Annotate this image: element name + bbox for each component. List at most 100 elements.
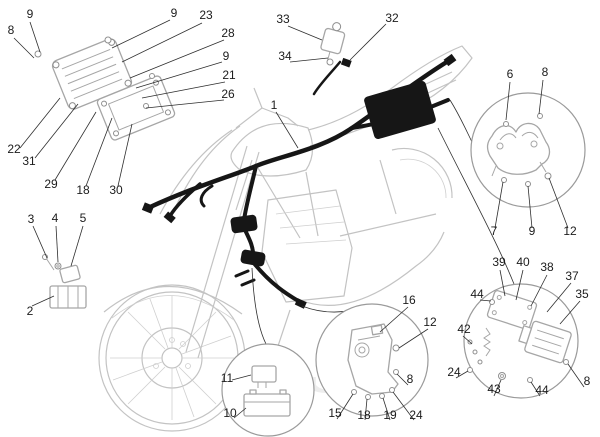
screw: [104, 36, 112, 44]
harness-connector: [240, 249, 266, 267]
callout-label: 21: [222, 68, 236, 82]
callout-label: 24: [447, 365, 461, 379]
callout-label: 18: [357, 408, 371, 422]
callout-label: 16: [402, 293, 416, 307]
callout-labels: 9 8 9 23 28 9 21 26 33 34 32 1 6 8 22 31…: [7, 6, 590, 422]
leader-lines: [13, 19, 585, 421]
callout-label: 1: [271, 98, 278, 112]
callout-label: 9: [171, 6, 178, 20]
callout-label: 33: [276, 12, 290, 26]
callout-label: 9: [223, 49, 230, 63]
callout-label: 6: [507, 67, 514, 81]
callout-label: 12: [423, 315, 437, 329]
callout-label: 11: [221, 371, 234, 385]
callout-label: 37: [565, 269, 579, 283]
bolt: [389, 387, 395, 393]
relay-group: [42, 254, 87, 309]
fuel-tank: [230, 122, 314, 177]
sensor-part: [320, 22, 346, 66]
callout-label: 2: [27, 304, 34, 318]
fork-tube: [185, 145, 248, 353]
callout-label: 26: [221, 87, 235, 101]
callout-label: 7: [491, 224, 498, 238]
screw: [379, 393, 385, 399]
callout-label: 8: [8, 23, 15, 37]
callout-label: 29: [44, 177, 58, 191]
callout-label: 10: [223, 406, 237, 420]
screw: [393, 369, 399, 375]
screw: [149, 73, 155, 79]
grommet: [143, 103, 149, 109]
callout-label: 12: [563, 224, 577, 238]
callout-label: 4: [52, 211, 59, 225]
callout-label: 44: [470, 287, 484, 301]
screw: [34, 50, 42, 58]
front-fender: [103, 285, 243, 315]
callout-label: 22: [7, 142, 21, 156]
bolt: [467, 367, 473, 373]
callout-label: 23: [199, 8, 213, 22]
callout-label: 44: [535, 383, 549, 397]
callout-label: 42: [457, 322, 471, 336]
mount-bracket: [486, 122, 551, 175]
callout-label: 28: [221, 26, 235, 40]
washer: [544, 172, 552, 180]
callout-label: 8: [407, 372, 414, 386]
callout-label: 8: [584, 374, 591, 388]
callout-label: 40: [516, 255, 530, 269]
screw: [501, 177, 507, 183]
magnifier-circle-ecu: [463, 283, 579, 399]
harness-connector: [230, 214, 258, 234]
screw: [527, 377, 533, 383]
washer: [498, 372, 506, 380]
callout-label: 39: [492, 255, 506, 269]
screw: [537, 113, 543, 119]
magnifier-circle-bracket: [470, 92, 586, 208]
callout-label: 9: [529, 224, 536, 238]
handlebar: [235, 107, 299, 129]
motorcycle-artwork: [98, 45, 473, 432]
bolt: [326, 58, 334, 66]
screw: [525, 181, 531, 187]
washer: [54, 262, 62, 270]
screw: [351, 389, 357, 395]
screw: [563, 359, 569, 365]
callout-label: 3: [28, 212, 35, 226]
exhaust: [299, 231, 445, 306]
callout-label: 31: [22, 154, 36, 168]
washer: [392, 344, 400, 352]
magnifier-circle-sensor: [315, 303, 429, 417]
callout-label: 8: [542, 65, 549, 79]
windscreen: [159, 129, 233, 215]
screw: [489, 299, 495, 305]
ecu-assembly: [34, 36, 176, 141]
callout-label: 24: [409, 408, 423, 422]
relay: [251, 365, 277, 388]
callout-label: 9: [27, 7, 34, 21]
connector: [370, 324, 384, 336]
rear-wheel: [391, 147, 453, 199]
sensor-bracket: [347, 323, 399, 395]
screw: [365, 394, 371, 400]
screw: [503, 121, 509, 127]
control-box: [49, 285, 87, 309]
callout-label: 19: [383, 408, 397, 422]
ecu-unit: [518, 320, 572, 364]
ecu-bracket: [96, 75, 176, 141]
callout-label: 15: [328, 406, 342, 420]
screw: [477, 359, 483, 365]
callout-label: 18: [76, 183, 90, 197]
engine-block: [261, 189, 353, 303]
callout-label: 34: [278, 49, 292, 63]
front-wheel: [98, 284, 246, 432]
callout-label: 32: [385, 11, 399, 25]
relay: [59, 264, 81, 284]
callout-label: 35: [575, 287, 589, 301]
callout-label: 43: [487, 382, 501, 396]
magnifier-circle-battery: [221, 343, 315, 437]
battery-block: [364, 80, 436, 140]
wiring-harness: [141, 53, 457, 309]
screw: [472, 349, 478, 355]
callout-label: 38: [540, 260, 554, 274]
